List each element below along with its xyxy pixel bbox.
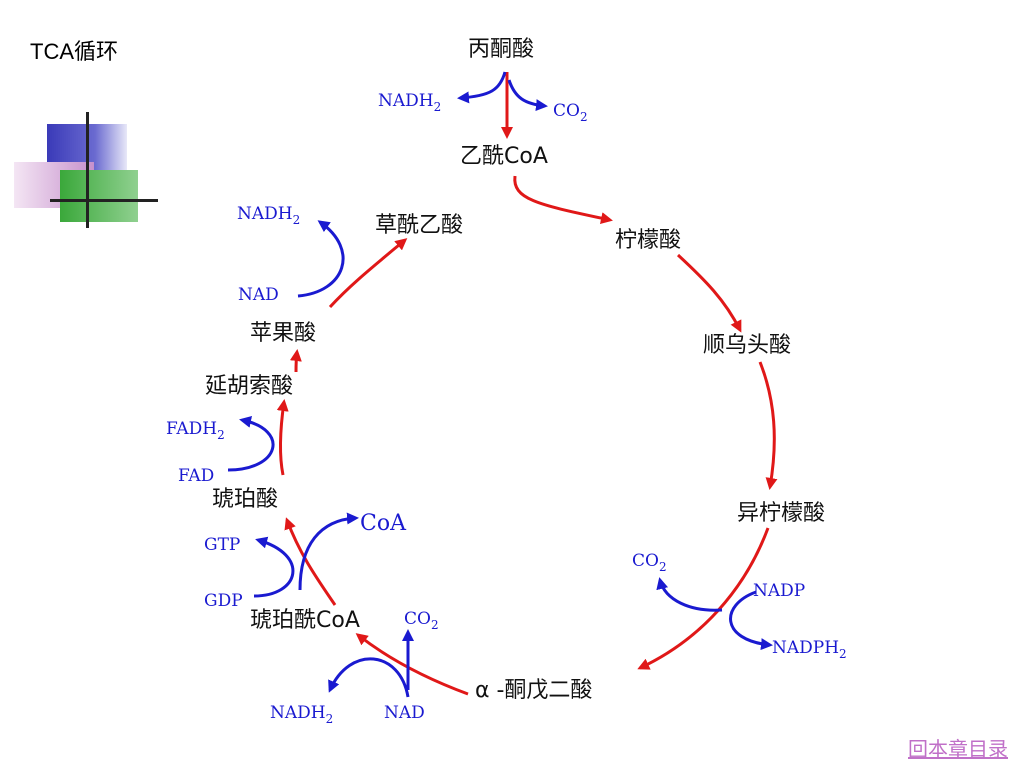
arrow-coa-release	[298, 512, 359, 591]
slide-title: TCA循环	[30, 39, 119, 64]
label-oxaloacetate: 草酰乙酸	[375, 213, 463, 238]
arrow-gdp-to-gtp	[253, 536, 295, 598]
arrow-fumarate-to-malate	[289, 349, 302, 373]
label-nadph2: NADPH2	[772, 638, 847, 661]
label-alpha-ketoglutarate: α -酮戊二酸	[475, 678, 592, 703]
label-gtp: GTP	[204, 535, 240, 555]
arrow-succinylcoa-to-succinate	[284, 517, 337, 606]
label-co2-top: CO2	[553, 101, 588, 124]
vertical-line	[86, 112, 89, 228]
arrow-nad-to-nadh2-succ	[328, 657, 410, 698]
decorative-squares-logo	[0, 0, 170, 240]
label-coa-release: CoA	[360, 511, 407, 536]
arrow-citrate-to-cisaconitate	[676, 253, 742, 333]
label-nadh2-top: NADH2	[378, 91, 441, 114]
arrow-isocitrate-to-alphakg	[637, 527, 770, 670]
label-nadp: NADP	[753, 581, 805, 601]
main-cycle-arrows	[276, 72, 778, 696]
label-nad-malate: NAD	[238, 285, 279, 305]
arrow-nadh2-top	[457, 71, 507, 104]
arrow-co2-iso	[656, 577, 723, 612]
label-pyruvate: 丙酮酸	[468, 37, 534, 62]
arrow-acetylcoa-to-citrate	[513, 175, 613, 224]
cofactor-arrows	[227, 71, 773, 698]
label-fumarate: 延胡索酸	[205, 374, 293, 399]
label-isocitrate: 异柠檬酸	[737, 501, 825, 526]
label-co2-succ: CO2	[404, 609, 439, 632]
green-square	[60, 170, 138, 222]
label-nad-succ: NAD	[384, 703, 425, 723]
label-citrate: 柠檬酸	[615, 228, 681, 253]
back-to-chapter-link[interactable]: 回本章目录	[908, 737, 1008, 761]
arrow-fad-to-fadh2	[227, 415, 275, 472]
label-gdp: GDP	[204, 591, 243, 611]
arrow-cisaconitate-to-isocitrate	[758, 361, 778, 490]
label-malate: 苹果酸	[250, 321, 316, 346]
label-succinyl-coa: 琥珀酰CoA	[250, 608, 360, 633]
label-co2-iso: CO2	[632, 551, 667, 574]
arrow-malate-to-oxaloacetate	[328, 238, 408, 309]
label-acetyl-coa: 乙酰CoA	[460, 144, 548, 169]
label-fad: FAD	[178, 466, 214, 486]
arrow-succinate-to-fumarate	[276, 399, 289, 476]
arrow-nad-to-nadh2-oaa	[297, 220, 345, 298]
horizontal-line	[50, 199, 158, 202]
label-succinate: 琥珀酸	[212, 487, 278, 512]
arrow-nadp-to-nadph2	[729, 590, 773, 651]
label-fadh2: FADH2	[166, 419, 225, 442]
label-nadh2-succ: NADH2	[270, 703, 333, 726]
label-cis-aconitate: 顺乌头酸	[703, 333, 791, 358]
arrow-co2-top	[507, 79, 548, 112]
label-nadh2-oaa: NADH2	[237, 204, 300, 227]
arrow-alphakg-to-succinylcoa	[355, 633, 469, 696]
